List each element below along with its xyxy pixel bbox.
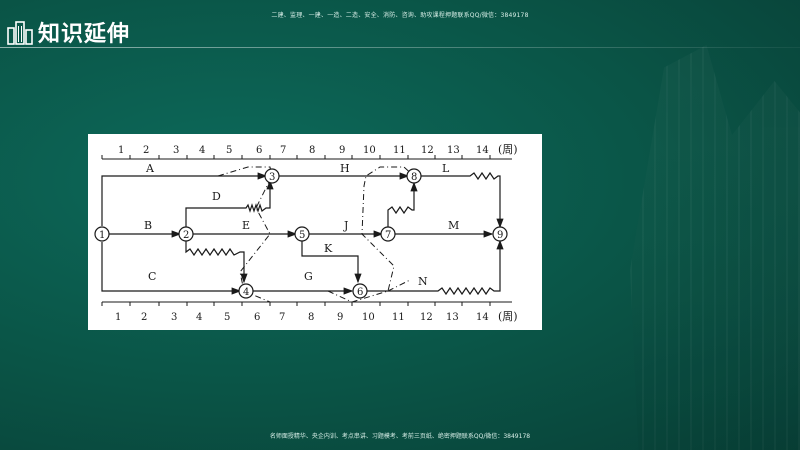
- top-tick-5: 5: [226, 145, 232, 156]
- node-8-label: 8: [411, 172, 417, 183]
- activity-k-arrow: [301, 240, 362, 284]
- node-1: [94, 226, 110, 242]
- top-tick-11: 11: [393, 145, 406, 156]
- node-5: [294, 226, 310, 242]
- bottom-tick-10: 10: [362, 312, 375, 323]
- node-8: [406, 168, 422, 184]
- label-j: J: [343, 219, 348, 232]
- top-tick-12: 12: [421, 145, 434, 156]
- activity-l-arrow: [420, 171, 504, 229]
- node-3: [264, 168, 280, 184]
- slide-title: 知识延伸: [38, 22, 131, 47]
- activity-a-arrow: [101, 172, 268, 226]
- background-buildings: [630, 45, 800, 450]
- top-unit-label: (周): [498, 143, 518, 156]
- bottom-tick-6: 6: [254, 312, 260, 323]
- node-9-label: 9: [497, 230, 503, 241]
- label-b: B: [144, 219, 152, 232]
- label-m: M: [448, 219, 459, 232]
- title-divider: [0, 47, 800, 48]
- node-7-label: 7: [385, 230, 391, 241]
- top-tick-1: 1: [118, 145, 124, 156]
- label-n: N: [418, 275, 428, 288]
- bottom-time-scale: 1 2 3 4 5 6 7 8 9 10 11 12 13 14 (周): [101, 301, 518, 323]
- network-diagram-card: 1 2 3 4 5 6 7 8 9 10 11 12 13 14 (周): [88, 134, 542, 330]
- bottom-tick-2: 2: [141, 312, 147, 323]
- top-tick-13: 13: [447, 145, 460, 156]
- label-l: L: [442, 162, 450, 175]
- node-5-label: 5: [299, 230, 305, 241]
- building-icon: [7, 21, 33, 45]
- bottom-tick-7: 7: [279, 312, 285, 323]
- activity-d-arrow: [185, 179, 274, 228]
- activity-7-8-wavy: [387, 181, 418, 228]
- label-a: A: [145, 162, 155, 175]
- slide-title-bar: 知识延伸: [6, 14, 130, 50]
- bottom-unit-label: (周): [498, 310, 518, 323]
- label-d: D: [212, 190, 221, 203]
- top-tick-9: 9: [339, 145, 345, 156]
- activity-arrows: [101, 171, 504, 296]
- node-3-label: 3: [269, 172, 275, 183]
- bottom-watermark: 名师面授精华、央企内训、考点串讲、习题模考、考前三页纸、绝密押题联系QQ/微信：…: [269, 433, 531, 440]
- bottom-tick-12: 12: [420, 312, 433, 323]
- activity-n-arrow: [366, 239, 504, 296]
- forward-line: [217, 166, 415, 303]
- bottom-tick-8: 8: [308, 312, 314, 323]
- top-tick-8: 8: [309, 145, 315, 156]
- label-c: C: [148, 270, 156, 283]
- top-tick-7: 7: [280, 145, 286, 156]
- activity-labels: A B C D E G H J K L M N: [144, 162, 459, 288]
- node-2-label: 2: [183, 230, 189, 241]
- node-9: [492, 226, 508, 242]
- activity-c-arrow: [101, 242, 242, 295]
- bottom-tick-1: 1: [115, 312, 121, 323]
- top-tick-10: 10: [363, 145, 376, 156]
- activity-2-4-wavy: [185, 240, 248, 284]
- label-k: K: [324, 242, 333, 255]
- bottom-tick-5: 5: [224, 312, 230, 323]
- top-tick-2: 2: [143, 145, 149, 156]
- node-4-label: 4: [243, 287, 249, 298]
- bottom-tick-4: 4: [196, 312, 202, 323]
- network-nodes: 1 2 3 4 5 6 7 8 9: [94, 168, 508, 299]
- bottom-tick-3: 3: [171, 312, 177, 323]
- top-tick-14: 14: [476, 145, 489, 156]
- top-tick-4: 4: [199, 145, 205, 156]
- label-g: G: [304, 270, 313, 283]
- timescaled-network-diagram: 1 2 3 4 5 6 7 8 9 10 11 12 13 14 (周): [94, 143, 518, 323]
- bottom-tick-9: 9: [337, 312, 343, 323]
- top-tick-6: 6: [256, 145, 262, 156]
- top-time-scale: 1 2 3 4 5 6 7 8 9 10 11 12 13 14 (周): [101, 143, 518, 160]
- top-tick-3: 3: [173, 145, 179, 156]
- node-4: [238, 283, 254, 299]
- node-1-label: 1: [99, 230, 105, 241]
- bottom-tick-14: 14: [476, 312, 489, 323]
- bottom-tick-13: 13: [446, 312, 459, 323]
- node-7: [380, 226, 396, 242]
- top-watermark: 二建、监理、一建、一造、二造、安全、消防、咨询、助攻课程押题联系QQ/微信：38…: [271, 12, 529, 19]
- label-e: E: [242, 219, 250, 232]
- bottom-tick-11: 11: [392, 312, 405, 323]
- node-2: [178, 226, 194, 242]
- node-6-label: 6: [357, 287, 363, 298]
- label-h: H: [340, 162, 350, 175]
- node-6: [352, 283, 368, 299]
